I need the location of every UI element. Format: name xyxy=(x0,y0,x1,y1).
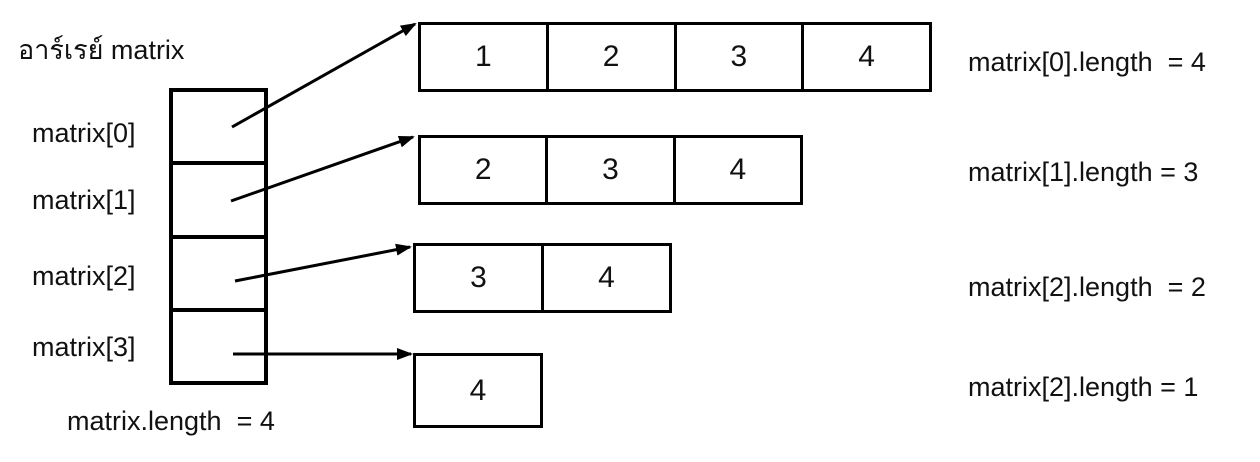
array-cell: 4 xyxy=(801,25,929,89)
array-cell: 4 xyxy=(672,138,800,202)
array-cell: 2 xyxy=(421,138,546,202)
pointer-cell-3 xyxy=(173,307,264,381)
array-cell: 3 xyxy=(545,138,673,202)
row-length-label-2: matrix[2].length = 2 xyxy=(968,272,1206,302)
pointer-label-matrix-2: matrix[2] xyxy=(32,261,136,291)
pointer-label-matrix-0: matrix[0] xyxy=(32,118,136,148)
array-cell: 4 xyxy=(541,246,669,310)
pointer-cell-0 xyxy=(173,92,264,162)
pointer-cell-2 xyxy=(173,234,264,308)
array-row-2: 3 4 xyxy=(413,243,672,313)
diagram-title: อาร์เรย์ matrix xyxy=(18,35,185,65)
pointer-label-matrix-3: matrix[3] xyxy=(32,332,136,362)
array-cell: 2 xyxy=(545,25,674,89)
matrix-length-label: matrix.length = 4 xyxy=(67,406,275,436)
row-length-label-0: matrix[0].length = 4 xyxy=(968,47,1206,77)
pointer-label-matrix-1: matrix[1] xyxy=(32,185,136,215)
array-cell: 1 xyxy=(421,25,546,89)
array-row-1: 2 3 4 xyxy=(418,135,803,205)
pointer-array-box xyxy=(169,88,268,385)
array-cell: 3 xyxy=(673,25,802,89)
array-cell: 4 xyxy=(416,356,540,425)
pointer-cell-1 xyxy=(173,161,264,235)
array-row-0: 1 2 3 4 xyxy=(418,22,932,92)
array-row-3: 4 xyxy=(413,353,543,428)
row-length-label-3: matrix[2].length = 1 xyxy=(968,372,1199,402)
array-cell: 3 xyxy=(416,246,541,310)
row-length-label-1: matrix[1].length = 3 xyxy=(968,157,1199,187)
